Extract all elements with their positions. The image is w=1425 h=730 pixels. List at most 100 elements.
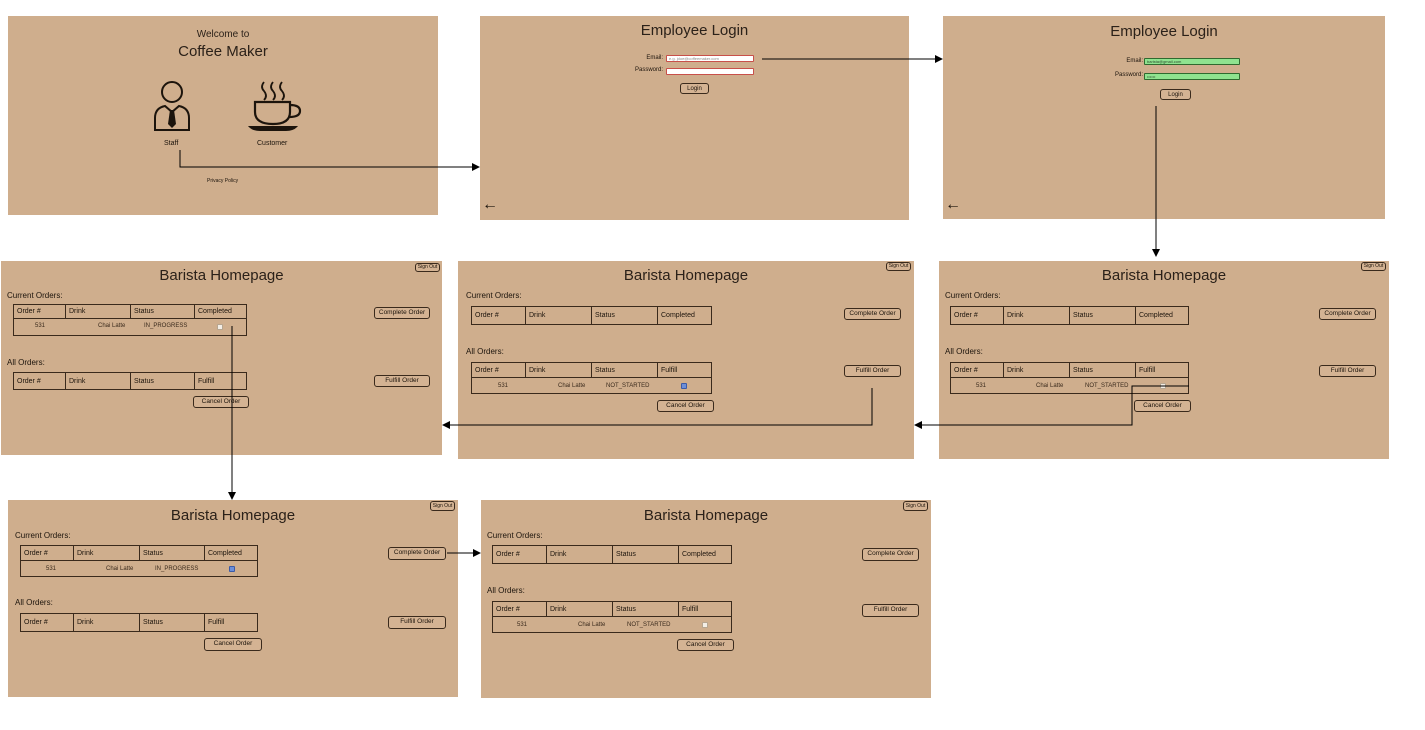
order-drink: Chai Latte: [578, 622, 606, 628]
password-field[interactable]: [666, 68, 754, 75]
current-orders-table: Order # Drink Status Completed: [471, 306, 712, 325]
col-status: Status: [592, 307, 658, 324]
order-status: NOT_STARTED: [606, 383, 650, 389]
email-field[interactable]: barista@gmail.com: [1144, 58, 1240, 65]
page-title: Barista Homepage: [623, 267, 749, 284]
password-field[interactable]: ••••••: [1144, 73, 1240, 80]
col-status: Status: [613, 546, 679, 563]
col-order: Order #: [493, 546, 547, 563]
back-arrow[interactable]: ←: [482, 196, 498, 213]
complete-order-button[interactable]: Complete Order: [388, 547, 446, 560]
all-orders-label: All Orders:: [945, 347, 983, 356]
login-screen-filled: Employee Login Email: barista@gmail.com …: [943, 16, 1385, 219]
col-drink: Drink: [1004, 363, 1070, 377]
privacy-policy-link[interactable]: Privacy Policy: [207, 178, 239, 184]
col-drink: Drink: [547, 546, 613, 563]
page-title: Barista Homepage: [1101, 267, 1227, 284]
cancel-order-button[interactable]: Cancel Order: [1134, 400, 1191, 412]
order-drink: Chai Latte: [1036, 383, 1064, 389]
fulfill-checkbox[interactable]: [702, 622, 708, 628]
col-order: Order #: [472, 363, 526, 377]
col-status: Status: [131, 373, 195, 389]
complete-order-button[interactable]: Complete Order: [1319, 308, 1376, 320]
col-status: Status: [613, 602, 679, 616]
complete-order-button[interactable]: Complete Order: [862, 548, 919, 561]
order-id: 531: [517, 622, 528, 628]
back-arrow[interactable]: ←: [945, 196, 961, 213]
staff-label[interactable]: Staff: [164, 140, 179, 147]
customer-label[interactable]: Customer: [257, 140, 288, 147]
all-orders-label: All Orders:: [7, 358, 45, 367]
col-drink: Drink: [66, 373, 131, 389]
all-orders-table: Order # Drink Status Fulfill 531 Chai La…: [471, 362, 712, 394]
fulfill-checkbox[interactable]: [681, 383, 687, 389]
order-id: 531: [498, 383, 509, 389]
all-orders-label: All Orders:: [466, 347, 504, 356]
fulfill-order-button[interactable]: Fulfill Order: [844, 365, 901, 377]
col-fulfill: Fulfill: [1139, 366, 1156, 374]
col-completed: Completed: [682, 551, 716, 558]
completed-checkbox[interactable]: [229, 566, 235, 572]
order-status: IN_PROGRESS: [144, 323, 188, 329]
order-drink: Chai Latte: [98, 323, 126, 329]
cancel-order-button[interactable]: Cancel Order: [193, 396, 249, 408]
col-order: Order #: [951, 363, 1004, 377]
email-field[interactable]: e.g. jdoe@coffeemaker.com: [666, 55, 754, 62]
col-drink: Drink: [74, 546, 140, 560]
col-drink: Drink: [526, 363, 592, 377]
sign-out-button[interactable]: Sign Out: [430, 501, 455, 511]
cancel-order-button[interactable]: Cancel Order: [204, 638, 262, 651]
col-fulfill: Fulfill: [208, 619, 225, 626]
sign-out-button[interactable]: Sign Out: [1361, 262, 1386, 271]
fulfill-order-button[interactable]: Fulfill Order: [388, 616, 446, 629]
order-status: NOT_STARTED: [1085, 383, 1129, 389]
fulfill-order-button[interactable]: Fulfill Order: [374, 375, 430, 387]
barista-screen-inprogress: Barista Homepage Sign Out Current Orders…: [1, 261, 442, 455]
all-orders-label: All Orders:: [15, 598, 53, 607]
coffee-cup-icon[interactable]: [246, 80, 304, 134]
col-order: Order #: [21, 546, 74, 560]
password-label: Password:: [634, 67, 663, 73]
current-orders-label: Current Orders:: [487, 531, 543, 540]
order-drink: Chai Latte: [106, 566, 134, 572]
col-drink: Drink: [66, 305, 131, 318]
col-completed: Completed: [198, 308, 232, 315]
staff-icon[interactable]: [152, 80, 192, 132]
email-label: Email:: [646, 55, 663, 61]
sign-out-button[interactable]: Sign Out: [903, 501, 928, 511]
complete-order-button[interactable]: Complete Order: [844, 308, 901, 320]
col-drink: Drink: [526, 307, 592, 324]
page-title: Barista Homepage: [643, 507, 769, 524]
login-button[interactable]: Login: [680, 83, 709, 94]
col-completed: Completed: [661, 312, 695, 319]
col-order: Order #: [951, 307, 1004, 324]
col-status: Status: [1070, 363, 1136, 377]
col-drink: Drink: [1004, 307, 1070, 324]
sign-out-button[interactable]: Sign Out: [886, 262, 911, 271]
login-button[interactable]: Login: [1160, 89, 1191, 100]
completed-checkbox[interactable]: [217, 324, 223, 330]
app-name: Coffee Maker: [178, 43, 268, 60]
fulfill-order-button[interactable]: Fulfill Order: [1319, 365, 1376, 377]
col-completed: Completed: [1139, 312, 1173, 319]
current-orders-label: Current Orders:: [945, 291, 1001, 300]
col-status: Status: [131, 305, 195, 318]
barista-screen-notstarted-b: Barista Homepage Sign Out Current Orders…: [458, 261, 914, 459]
col-fulfill: Fulfill: [198, 377, 215, 385]
col-fulfill: Fulfill: [682, 605, 699, 613]
sign-out-button[interactable]: Sign Out: [415, 263, 440, 272]
arrow-staff-to-login: [179, 150, 480, 171]
current-orders-label: Current Orders:: [466, 291, 522, 300]
password-label: Password:: [1114, 72, 1143, 78]
cancel-order-button[interactable]: Cancel Order: [657, 400, 714, 412]
arrow-fulfill-button: [442, 388, 873, 429]
welcome-greeting: Welcome to: [196, 29, 250, 40]
all-orders-table: Order # Drink Status Fulfill 531 Chai La…: [492, 601, 732, 633]
cancel-order-button[interactable]: Cancel Order: [677, 639, 734, 651]
barista-screen-notstarted-a: Barista Homepage Sign Out Current Orders…: [939, 261, 1389, 459]
fulfill-order-button[interactable]: Fulfill Order: [862, 604, 919, 617]
col-drink: Drink: [74, 614, 140, 631]
col-order: Order #: [493, 602, 547, 616]
complete-order-button[interactable]: Complete Order: [374, 307, 430, 319]
arrow-fulfill-check: [914, 385, 1189, 429]
